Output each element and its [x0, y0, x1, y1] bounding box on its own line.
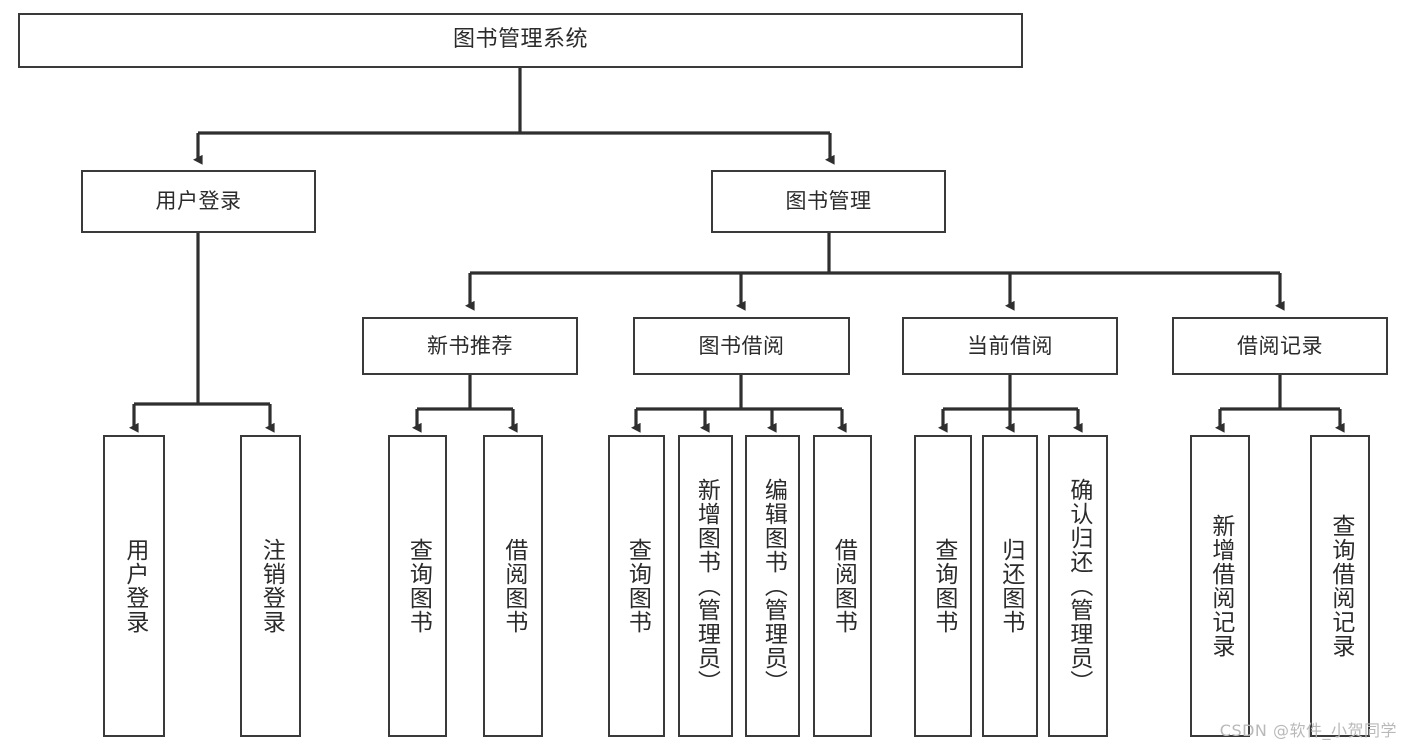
node-label: 新增借阅记录 — [1207, 514, 1234, 658]
leaf-user-login[interactable]: 用户登录 — [103, 435, 165, 737]
node-borrow-record[interactable]: 借阅记录 — [1172, 317, 1388, 375]
leaf-return-book[interactable]: 归还图书 — [982, 435, 1038, 737]
leaf-edit-book[interactable]: 编辑图书（管理员） — [745, 435, 800, 737]
node-label: 用户登录 — [121, 538, 148, 634]
node-new-book-recommend[interactable]: 新书推荐 — [362, 317, 578, 375]
node-label: 图书借阅 — [698, 333, 785, 358]
node-root[interactable]: 图书管理系统 — [18, 13, 1023, 68]
leaf-logout[interactable]: 注销登录 — [240, 435, 301, 737]
watermark: CSDN @软件_小贺同学 — [1219, 721, 1397, 740]
leaf-query-borrow-record[interactable]: 查询借阅记录 — [1310, 435, 1370, 737]
node-label: 借阅图书 — [830, 538, 857, 634]
node-label: 用户登录 — [155, 189, 242, 214]
node-label: 图书管理 — [785, 189, 872, 214]
node-label: 编辑图书（管理员） — [760, 478, 787, 694]
leaf-query-book-3[interactable]: 查询图书 — [914, 435, 972, 737]
node-user-login[interactable]: 用户登录 — [81, 170, 316, 233]
node-label: 查询图书 — [624, 538, 651, 634]
leaf-query-book-1[interactable]: 查询图书 — [388, 435, 447, 737]
node-label: 查询借阅记录 — [1327, 514, 1354, 658]
node-label: 注销登录 — [258, 538, 285, 634]
leaf-borrow-book-2[interactable]: 借阅图书 — [813, 435, 872, 737]
leaf-borrow-book-1[interactable]: 借阅图书 — [483, 435, 543, 737]
node-label: 归还图书 — [997, 538, 1024, 634]
node-book-management[interactable]: 图书管理 — [711, 170, 946, 233]
leaf-add-borrow-record[interactable]: 新增借阅记录 — [1190, 435, 1250, 737]
node-current-borrow[interactable]: 当前借阅 — [902, 317, 1118, 375]
leaf-confirm-return[interactable]: 确认归还（管理员） — [1048, 435, 1108, 737]
node-label: 查询图书 — [405, 538, 432, 634]
leaf-query-book-2[interactable]: 查询图书 — [608, 435, 665, 737]
node-label: 借阅记录 — [1237, 333, 1323, 358]
node-label: 图书管理系统 — [452, 27, 588, 53]
node-label: 新增图书（管理员） — [693, 478, 720, 694]
leaf-add-book[interactable]: 新增图书（管理员） — [678, 435, 733, 737]
node-label: 借阅图书 — [500, 538, 527, 634]
node-label: 确认归还（管理员） — [1065, 478, 1092, 694]
node-label: 当前借阅 — [967, 333, 1053, 358]
node-label: 新书推荐 — [427, 333, 513, 358]
node-book-borrow[interactable]: 图书借阅 — [633, 317, 850, 375]
node-label: 查询图书 — [930, 538, 957, 634]
